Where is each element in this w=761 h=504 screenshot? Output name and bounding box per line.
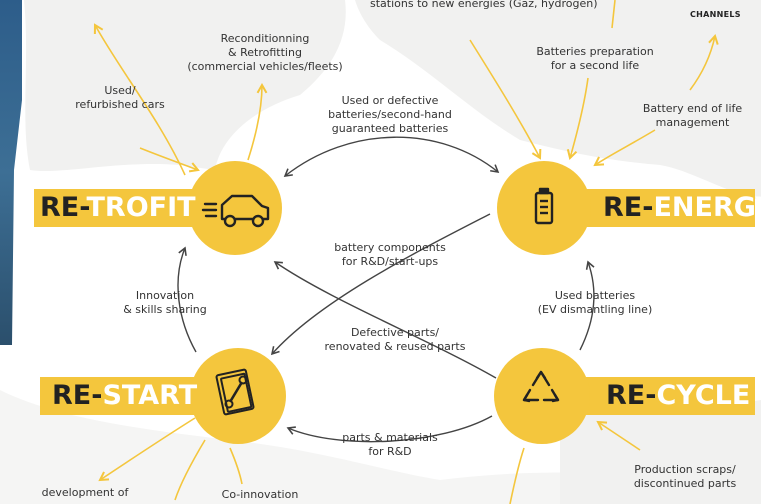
- label-used-defective-line2: batteries/second-hand: [328, 108, 452, 121]
- label-production-scraps: Production scraps/ discontinued parts: [615, 463, 755, 491]
- car-icon: [201, 194, 270, 228]
- label-used-defective-line1: Used or defective: [341, 94, 439, 107]
- label-battery-eol: Battery end of life management: [630, 102, 755, 130]
- label-innovation-line1: Innovation: [135, 289, 195, 302]
- retrofit-suffix: TROFIT: [86, 192, 196, 223]
- arrow-from-used-cars-label: [139, 147, 200, 173]
- battery-icon: [534, 187, 554, 225]
- label-used-batteries-line2: (EV dismantling line): [537, 303, 653, 316]
- restart-suffix: START: [102, 380, 198, 411]
- cloud-right-bottom: [560, 398, 761, 504]
- label-reconditioning-line1: Reconditionning: [220, 32, 310, 45]
- arrow-from-batteries-prep: [566, 77, 589, 160]
- retrofit-prefix: RE-: [40, 192, 87, 223]
- label-parts-materials-line1: parts & materials: [342, 431, 438, 444]
- label-production-scraps-line1: Production scraps/: [634, 463, 736, 476]
- arrow-to-used-cars: [93, 23, 186, 176]
- reenergy-banner: [560, 189, 755, 227]
- label-used-cars-line1: Used/: [104, 84, 136, 97]
- label-defective-parts-line2: renovated & reused parts: [324, 340, 466, 353]
- arrow-retrofit-reenergy: [283, 136, 500, 177]
- cloud-left: [24, 0, 346, 172]
- arrow-to-channels: [689, 34, 719, 91]
- recycle-title: RE-CYCLE: [606, 381, 750, 411]
- reenergy-suffix: ENERGY: [653, 192, 761, 223]
- label-production-scraps-line2: discontinued parts: [633, 477, 737, 490]
- cloud-right: [355, 0, 761, 200]
- recycle-prefix: RE-: [606, 380, 657, 411]
- label-innovation-line2: & skills sharing: [123, 303, 207, 316]
- label-new-energies-line: stations to new energies (Gaz, hydrogen): [370, 0, 598, 10]
- arrow-recycle-to-retrofit: [273, 261, 497, 379]
- arrow-to-coinnovation: [229, 447, 243, 485]
- manual-wrench-icon: [215, 368, 255, 416]
- label-batteries-prep-line2: for a second life: [550, 59, 640, 72]
- label-reconditioning: Reconditionning & Retrofitting (commerci…: [150, 32, 380, 74]
- label-used-batteries: Used batteries (EV dismantling line): [525, 289, 665, 317]
- label-defective-parts: Defective parts/ renovated & reused part…: [315, 326, 475, 354]
- label-co-innovation: Co-innovation: [205, 488, 315, 502]
- arrow-from-new-energies: [469, 39, 542, 160]
- label-reconditioning-line3: (commercial vehicles/fleets): [187, 60, 343, 73]
- channels-tag: CHANNELS: [690, 10, 741, 19]
- label-battery-eol-line1: Battery end of life: [642, 102, 743, 115]
- label-reconditioning-line2: & Retrofitting: [228, 46, 302, 59]
- label-used-batteries-line1: Used batteries: [554, 289, 636, 302]
- label-development-of: development of: [25, 486, 145, 500]
- recycle-suffix: CYCLE: [656, 380, 751, 411]
- restart-circle: [190, 348, 286, 444]
- arrow-from-scraps: [596, 420, 641, 451]
- arrow-recycle-to-restart: [286, 415, 493, 443]
- label-parts-materials: parts & materials for R&D: [330, 431, 450, 459]
- reenergy-title: RE-ENERGY: [603, 193, 761, 223]
- label-battery-components-line2: for R&D/start-ups: [341, 255, 439, 268]
- arrow-recycle-to-reenergy: [579, 260, 595, 351]
- arrow-reenergy-to-restart: [270, 213, 491, 356]
- label-co-innovation-line: Co-innovation: [221, 488, 299, 501]
- recycle-banner: [560, 377, 755, 415]
- restart-title: RE-START: [52, 381, 197, 411]
- label-used-cars-line2: refurbished cars: [75, 98, 165, 111]
- arrow-restart-to-retrofit: [177, 246, 197, 353]
- arrow-to-bottom: [174, 439, 206, 501]
- label-battery-components: battery components for R&D/start-ups: [320, 241, 460, 269]
- retrofit-title: RE-TROFIT: [40, 193, 196, 223]
- arrow-from-bottom-center: [509, 447, 525, 504]
- arrow-to-development: [98, 417, 196, 482]
- recycle-icon: [522, 370, 560, 403]
- label-parts-materials-line2: for R&D: [368, 445, 412, 458]
- photo-edge: [0, 0, 22, 345]
- label-development-of-line: development of: [41, 486, 129, 499]
- label-new-energies: stations to new energies (Gaz, hydrogen): [370, 0, 598, 11]
- arrow-from-battery-eol: [593, 129, 656, 167]
- label-used-defective: Used or defective batteries/second-hand …: [315, 94, 465, 136]
- label-battery-components-line1: battery components: [334, 241, 446, 254]
- arrow-to-new-energies-top: [611, 0, 616, 29]
- label-innovation: Innovation & skills sharing: [100, 289, 230, 317]
- label-batteries-prep: Batteries preparation for a second life: [520, 45, 670, 73]
- label-battery-eol-line2: management: [655, 116, 730, 129]
- reenergy-prefix: RE-: [603, 192, 654, 223]
- arrow-to-reconditioning: [247, 82, 268, 161]
- label-batteries-prep-line1: Batteries preparation: [536, 45, 654, 58]
- label-used-cars: Used/ refurbished cars: [55, 84, 185, 112]
- label-defective-parts-line1: Defective parts/: [350, 326, 440, 339]
- label-used-defective-line3: guaranteed batteries: [331, 122, 449, 135]
- recycle-circle: [494, 348, 590, 444]
- restart-prefix: RE-: [52, 380, 103, 411]
